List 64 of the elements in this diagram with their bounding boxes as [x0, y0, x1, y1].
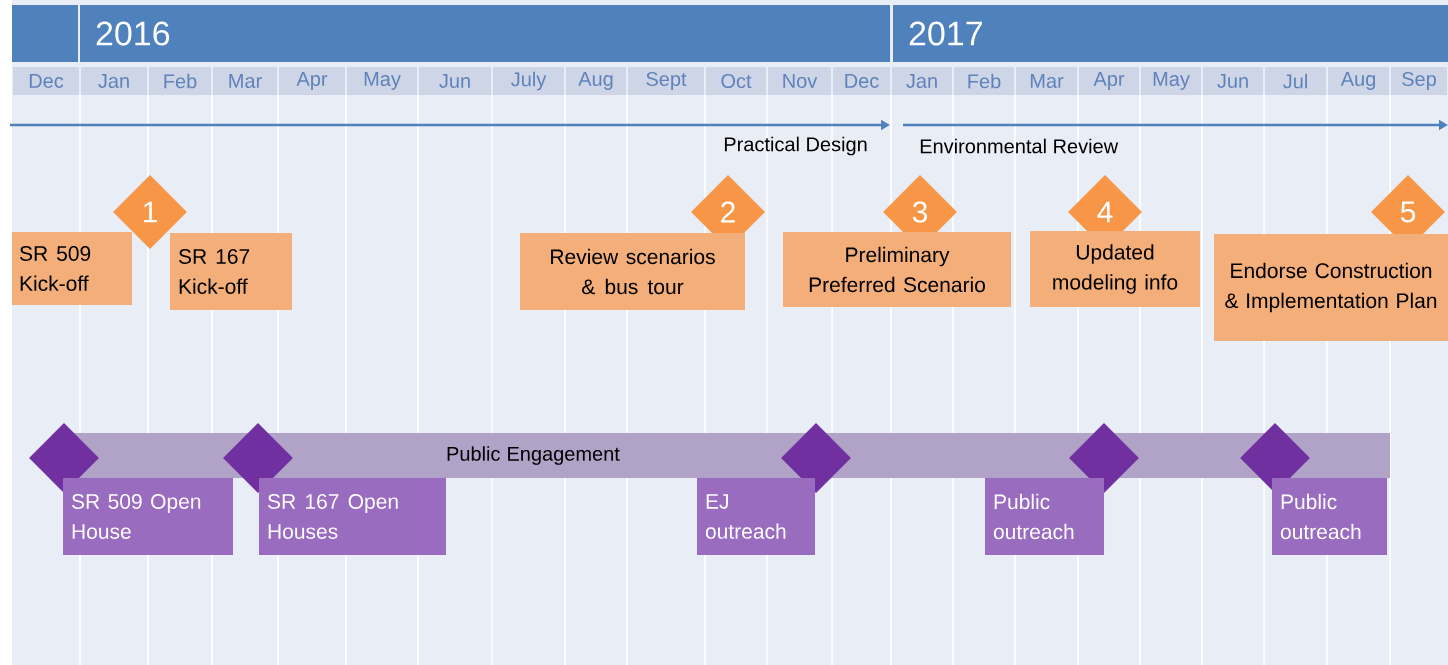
month-cell: Nov — [768, 67, 831, 95]
month-cell: Sept — [628, 67, 704, 95]
node-label: Mar — [1030, 74, 1064, 88]
event-box: SR 509 Open House — [63, 478, 233, 555]
node-label: Mar — [229, 74, 262, 88]
node-label: May — [1153, 72, 1190, 90]
month-cell: Sep — [1391, 67, 1447, 95]
milestone-box: SR 167 Kick-off — [170, 233, 292, 310]
node-label: Jun — [439, 74, 470, 88]
month-cell: Mar — [1016, 67, 1077, 95]
node-label: 2016 — [96, 21, 170, 46]
node-label: Dec — [29, 74, 64, 88]
milestone-box: Review scenarios & bus tour — [520, 233, 745, 310]
month-cell: Dec — [833, 67, 890, 95]
month-cell: May — [347, 67, 417, 95]
node-label: Feb — [968, 73, 1001, 89]
event-diamond — [223, 423, 293, 493]
node-label: Nov — [783, 74, 818, 88]
month-cell: Mar — [213, 67, 277, 95]
month-cell: Aug — [1328, 67, 1389, 95]
node-label: May — [364, 72, 401, 90]
month-cell: Jun — [1203, 67, 1263, 95]
month-cell: Jan — [892, 67, 952, 95]
event-box: Public outreach — [1272, 478, 1387, 555]
month-cell: May — [1141, 67, 1201, 95]
node-label: Oct — [721, 73, 752, 89]
event-box: SR 167 Open Houses — [259, 478, 446, 555]
node-label: Jan — [98, 74, 129, 88]
month-cell: Jun — [419, 67, 491, 95]
event-diamond — [781, 423, 851, 493]
month-cell: Jul — [1265, 67, 1326, 95]
event-box: EJ outreach — [697, 478, 815, 555]
node-label: Aug — [1340, 72, 1376, 90]
node-label: Aug — [578, 72, 613, 90]
phase-label: Environmental Review — [920, 138, 1119, 154]
node-label: Jul — [1283, 73, 1307, 89]
month-cell: Feb — [149, 67, 211, 95]
month-cell: Aug — [566, 67, 626, 95]
event-box: Public outreach — [985, 478, 1104, 555]
month-cell: Dec — [13, 67, 79, 95]
milestone-box: SR 509 Kick-off — [12, 232, 132, 305]
node-label: Jun — [1217, 74, 1248, 88]
month-cell: Jan — [81, 67, 147, 95]
node-label: Apr — [1093, 72, 1125, 90]
milestone-box: Updated modeling info — [1030, 231, 1200, 307]
node-label: Apr — [296, 72, 328, 90]
month-cell: Apr — [279, 67, 345, 95]
event-diamond — [1069, 423, 1139, 493]
milestone-box: Preliminary Preferred Scenario — [783, 232, 1011, 307]
month-cell: July — [493, 67, 564, 95]
node-label: Dec — [845, 74, 879, 88]
year-bar: 2016 — [80, 5, 890, 62]
month-cell: Apr — [1079, 67, 1139, 95]
node-label: Jan — [906, 74, 937, 88]
event-diamond — [29, 423, 99, 493]
month-cell: Oct — [706, 67, 766, 95]
month-cell: Feb — [954, 67, 1014, 95]
milestone-box: Endorse Construction & Implementation Plan — [1214, 234, 1448, 341]
node-label: July — [511, 71, 547, 91]
node-label: Feb — [164, 73, 197, 89]
node-label: Sep — [1402, 71, 1436, 91]
phase-label: Practical Design — [724, 136, 867, 156]
node-label: Sept — [646, 71, 687, 91]
year-bar: 2017 — [893, 5, 1448, 62]
